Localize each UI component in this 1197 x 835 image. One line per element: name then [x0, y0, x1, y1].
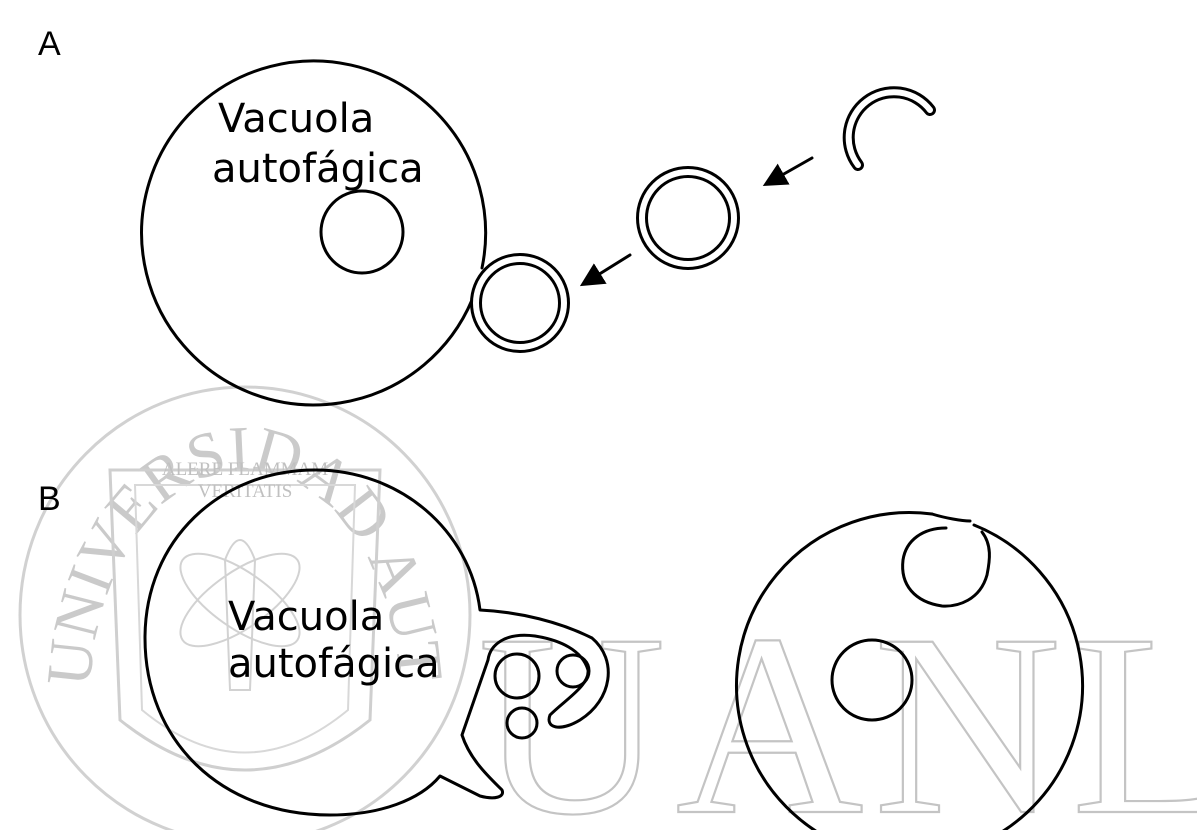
- inner-body-b: [830, 638, 914, 722]
- invagination-vesicle: [901, 512, 991, 608]
- seal-shield: [108, 468, 382, 772]
- seal-motto-line1: ALERE FLAMMAM: [162, 459, 328, 480]
- panel-a: A Vacuola autofágica: [38, 25, 936, 407]
- inner-body-a: [319, 189, 405, 275]
- seal-atom-orbit-1: [179, 552, 301, 648]
- autophagic-vacuole-b: [143, 468, 610, 817]
- arrow-to-vacuole: [579, 253, 632, 287]
- autophagosome-inner: [639, 169, 737, 267]
- fusing-autophagosome-inner: [473, 256, 567, 350]
- vacuole-right: [735, 511, 1085, 835]
- panel-b: B Vacuola autofágica: [38, 468, 1085, 835]
- engulfed-particle-2: [555, 653, 591, 689]
- seal-torch: [223, 539, 257, 691]
- uanl-watermark-text: UANL: [478, 581, 1197, 830]
- vacuole-b-label-line1: Vacuola: [228, 594, 384, 640]
- vacuole-a-label-line2: autofágica: [212, 146, 424, 192]
- vacuole-a-label-line1: Vacuola: [218, 96, 374, 142]
- engulfed-particle-3: [505, 706, 539, 740]
- seal-shield-inner: [133, 484, 357, 754]
- panel-b-letter: B: [38, 480, 61, 518]
- phagophore-inner: [845, 89, 933, 168]
- seal-atom-orbit-2: [179, 552, 301, 648]
- vacuole-b-label-line2: autofágica: [228, 641, 440, 687]
- panel-a-letter: A: [38, 25, 61, 63]
- arrow-to-autophagosome: [762, 156, 814, 186]
- seal-outer-ring: [18, 385, 472, 835]
- engulfed-particle-1: [493, 652, 541, 700]
- autophagic-vacuole-a: [140, 59, 488, 407]
